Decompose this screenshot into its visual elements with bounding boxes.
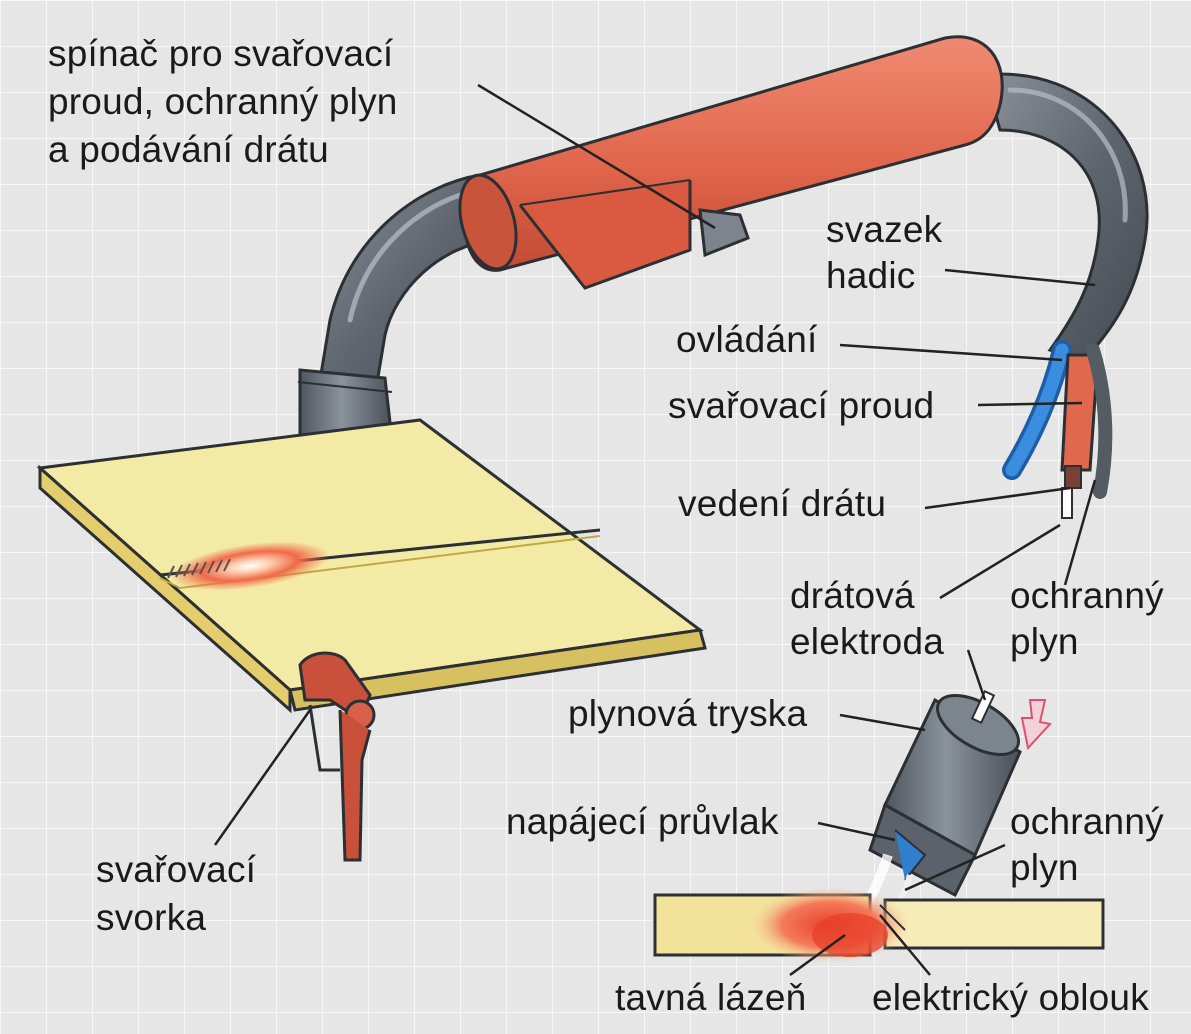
label-trigger-line3: a podávání drátu <box>48 128 329 172</box>
label-electrode-line2: elektroda <box>790 620 944 664</box>
label-hose-line1: svazek <box>826 208 942 252</box>
label-electric-arc: elektrický oblouk <box>872 976 1149 1020</box>
label-trigger-line2: proud, ochranný plyn <box>48 80 398 124</box>
label-clamp-line1: svařovací <box>96 848 256 892</box>
label-gas2-line2: plyn <box>1010 846 1079 890</box>
label-clamp-line2: svorka <box>96 896 206 940</box>
label-control: ovládání <box>676 318 818 362</box>
label-hose-line2: hadic <box>826 254 915 298</box>
label-welding-current: svařovací proud <box>668 384 934 428</box>
label-electrode-line1: drátová <box>790 574 915 618</box>
label-wire-guide: vedení drátu <box>678 482 886 526</box>
label-gas-line2: plyn <box>1010 620 1079 664</box>
label-gas-nozzle: plynová tryska <box>568 692 807 736</box>
label-trigger-line1: spínač pro svařovací <box>48 32 393 76</box>
label-gas-line1: ochranný <box>1010 574 1164 618</box>
label-contact-tip: napájecí průvlak <box>506 800 779 844</box>
label-gas2-line1: ochranný <box>1010 800 1164 844</box>
label-weld-pool: tavná lázeň <box>615 976 806 1020</box>
